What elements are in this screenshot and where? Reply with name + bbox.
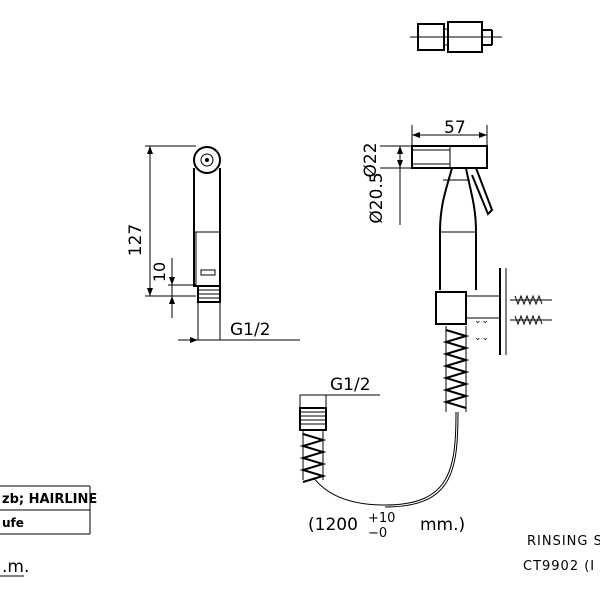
diameter-top-dimension: Ø22 xyxy=(361,142,381,177)
title-row-2: ufe xyxy=(2,516,24,530)
height-dimension: 127 xyxy=(126,224,146,256)
product-code: CT9902 (I xyxy=(523,559,595,574)
svg-text:⌄⌄: ⌄⌄ xyxy=(474,316,489,326)
side-view xyxy=(145,145,300,343)
hose-tolerance-minus: −0 xyxy=(368,526,387,541)
product-name: RINSING S xyxy=(527,534,600,549)
base-dimension: 10 xyxy=(150,262,169,282)
hose-length-unit: mm.) xyxy=(420,515,465,535)
top-plan-view xyxy=(410,21,502,53)
length-dimension: 57 xyxy=(444,118,466,138)
diameter-bottom-dimension: Ø20.5 xyxy=(367,172,387,223)
scale-note: .m. xyxy=(2,557,29,577)
hose-thread-label: G1/2 xyxy=(330,375,371,395)
hose-length: (1200 xyxy=(308,515,358,535)
side-thread-label: G1/2 xyxy=(230,320,271,340)
hose-tolerance-plus: +10 xyxy=(368,511,395,526)
finish-row: zb; HAIRLINE xyxy=(2,492,97,507)
svg-text:⌄⌄: ⌄⌄ xyxy=(474,333,489,343)
title-block xyxy=(0,485,91,535)
front-view: ⌄⌄ ⌄⌄ xyxy=(299,125,552,508)
